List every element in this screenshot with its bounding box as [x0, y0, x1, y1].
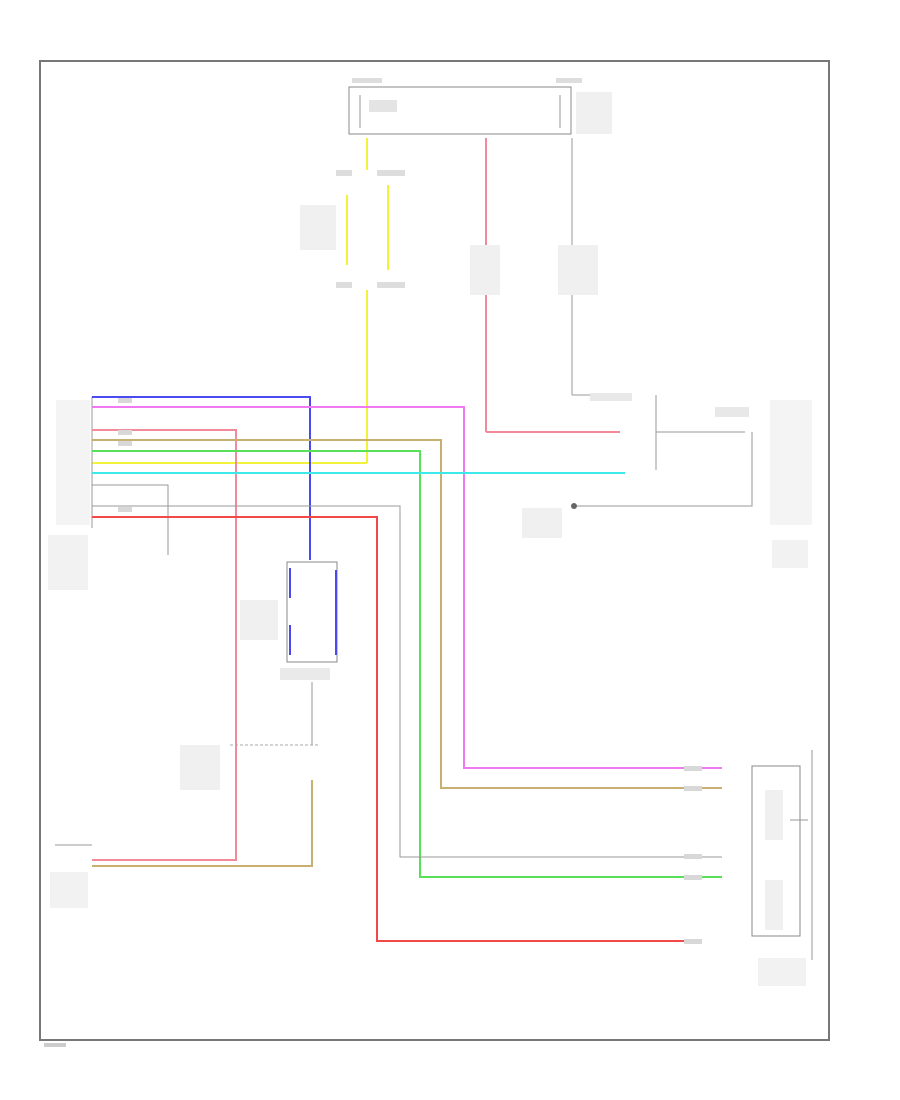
wire-tag [118, 507, 132, 512]
diagram-frame [39, 60, 830, 1041]
wire-pink [92, 406, 722, 769]
left-connector-caption [48, 535, 88, 590]
label-block [556, 78, 582, 83]
label-block [336, 170, 352, 176]
wire-tag [118, 430, 132, 435]
wire-tag [684, 875, 702, 880]
label-block [470, 245, 500, 295]
footer-label [44, 1043, 66, 1047]
wire-tag [684, 939, 702, 944]
left-connector-labels [56, 400, 90, 525]
right-component-caption [772, 540, 808, 568]
switch-labels [240, 600, 278, 640]
wire-white-a [92, 484, 169, 555]
wire-blue [92, 396, 311, 560]
right-component-labels [590, 393, 632, 401]
label-block [377, 282, 405, 288]
wire-tan [92, 439, 722, 789]
wire-white-b [92, 505, 722, 858]
label-block [558, 245, 598, 295]
label-block [336, 282, 352, 288]
label-block [352, 78, 382, 83]
switch-labels [280, 668, 330, 680]
wire-red [92, 516, 700, 942]
wire-green [92, 450, 722, 878]
top-junction-box [348, 86, 572, 135]
lower-component-labels [180, 745, 220, 790]
label-block [576, 92, 612, 134]
wire-tag [684, 854, 702, 859]
wire-tan-lower [92, 780, 313, 867]
right-component-labels [770, 400, 812, 525]
right-component-wire [575, 432, 753, 507]
wire-tag [118, 441, 132, 446]
middle-switch-box [286, 561, 338, 663]
label-block [377, 170, 405, 176]
label-block [300, 205, 336, 250]
wire-tag [684, 786, 702, 791]
right-component-labels [522, 508, 562, 538]
wire-tag [684, 766, 702, 771]
bottom-right-component [751, 765, 801, 937]
bottom-right-inner [765, 880, 783, 930]
wire-red-pink-left [92, 429, 237, 861]
wire-tag [118, 398, 132, 403]
right-component-labels [715, 407, 749, 417]
lower-left-labels [50, 872, 88, 908]
label-block [369, 100, 397, 112]
ground-point [571, 503, 577, 509]
bottom-right-inner [765, 790, 783, 840]
bottom-right-caption [758, 958, 806, 986]
